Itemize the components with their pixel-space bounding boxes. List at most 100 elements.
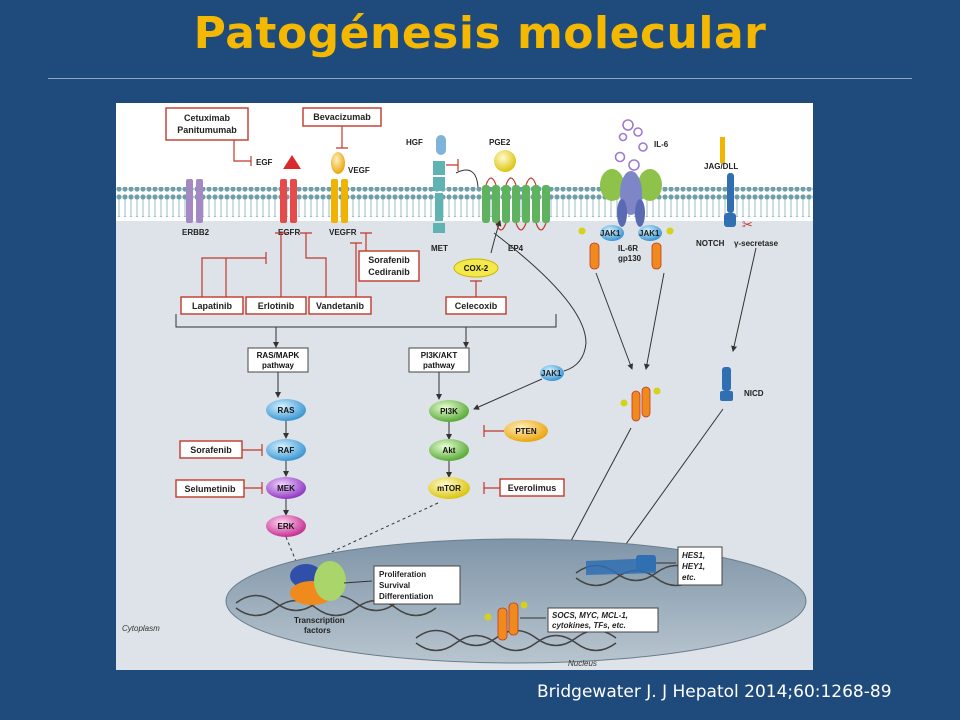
drug-label-erlotinib: Erlotinib <box>258 301 295 311</box>
receptor-label-notch: NOTCH <box>696 239 725 248</box>
transcription-factors-line1: Transcription <box>294 616 345 625</box>
node-akt-label: Akt <box>443 446 456 455</box>
drug-label-lapatinib: Lapatinib <box>192 301 233 311</box>
node-pi3k-label: PI3K <box>440 407 458 416</box>
receptor-vegfr: VEGFR <box>329 179 357 237</box>
drug-label-everolimus: Everolimus <box>508 483 557 493</box>
stat3-targets-line2: cytokines, TFs, etc. <box>552 621 626 630</box>
drug-sorafenib-cediranib: Sorafenib Cediranib <box>358 250 420 282</box>
node-ras-label: RAS <box>278 406 296 415</box>
receptor-label-egfr: EGFR <box>278 228 300 237</box>
receptor-label-met: MET <box>431 244 448 253</box>
ligand-jag-dll: JAG/DLL <box>704 162 738 171</box>
outcome-survival: Survival <box>379 581 410 590</box>
stat3-targets-line1: SOCS, MYC, MCL-1, <box>552 611 628 620</box>
stat3-dimer-mid <box>620 386 661 422</box>
drug-selumetinib: Selumetinib <box>175 479 245 498</box>
node-nicd: NICD <box>720 367 764 401</box>
drug-sorafenib: Sorafenib <box>179 440 243 459</box>
pathway-pi3k-akt: PI3K/AKT pathway <box>408 347 470 373</box>
node-jak1-mid-label: JAK1 <box>541 369 562 378</box>
citation: Bridgewater J. J Hepatol 2014;60:1268-89 <box>537 682 892 702</box>
node-raf-label: RAF <box>278 446 295 455</box>
notch-target-hes1: HES1, <box>682 551 705 560</box>
pathway-diagram: Cetuximab Panitumumab EGF Bevacizumab VE… <box>116 103 813 670</box>
node-mek <box>266 477 306 499</box>
drug-label-vandetanib: Vandetanib <box>316 301 365 311</box>
jak1-left-label: JAK1 <box>600 229 621 238</box>
stat3-dimer-nucleus <box>484 601 528 641</box>
drug-vandetanib: Vandetanib <box>308 296 372 315</box>
outcomes-box: Proliferation Survival Differentiation <box>373 565 461 605</box>
drug-label-panitumumab: Panitumumab <box>177 125 237 135</box>
node-mek-label: MEK <box>277 484 295 493</box>
node-erk <box>266 515 306 537</box>
drug-label-celecoxib: Celecoxib <box>455 301 498 311</box>
pathway-pi3k-line2: pathway <box>423 361 456 370</box>
node-pten <box>504 420 548 442</box>
drug-label-bevacizumab: Bevacizumab <box>313 112 371 122</box>
drug-label-cediranib: Cediranib <box>368 267 410 277</box>
gamma-secretase-label: γ-secretase <box>734 239 779 248</box>
drug-label-selumetinib: Selumetinib <box>184 484 236 494</box>
node-pten-label: PTEN <box>515 427 537 436</box>
scissors-icon: ✂ <box>742 217 753 232</box>
cox2-node <box>453 258 499 278</box>
receptor-notch: NOTCH <box>696 173 736 248</box>
drug-bevacizumab: Bevacizumab <box>302 107 382 127</box>
outcome-differentiation: Differentiation <box>379 592 433 601</box>
drug-label-cetuximab: Cetuximab <box>184 113 231 123</box>
pathway-ras-mapk: RAS/MAPK pathway <box>247 347 309 373</box>
cell-membrane <box>116 187 813 217</box>
cytoplasm-label: Cytoplasm <box>122 624 160 633</box>
vegf-ligand-icon <box>331 152 345 174</box>
ligand-pge2: PGE2 <box>489 138 511 147</box>
jag-dll-ligand-icon <box>720 137 725 163</box>
il6-ligand-icon <box>614 119 648 171</box>
hgf-ligand-icon <box>436 135 446 155</box>
receptor-erbb2: ERBB2 <box>182 179 210 237</box>
notch-targets-box: HES1, HEY1, etc. <box>677 546 723 586</box>
nucleus-label: Nucleus <box>568 659 597 668</box>
node-ras <box>266 399 306 421</box>
pathway-figure: Cetuximab Panitumumab EGF Bevacizumab VE… <box>116 103 813 670</box>
node-pi3k <box>429 400 469 422</box>
pge2-ligand-icon <box>494 150 516 172</box>
receptor-met: MET <box>431 161 448 253</box>
receptor-il6r-gp130: JAK1 JAK1 IL-6R gp130 <box>578 169 674 270</box>
drug-cetuximab-panitumumab: Cetuximab Panitumumab <box>165 107 249 141</box>
ligand-il6: IL-6 <box>654 140 669 149</box>
receptor-egfr: EGFR <box>278 179 300 237</box>
drug-label-sorafenib-top: Sorafenib <box>368 255 410 265</box>
receptor-label-gp130: gp130 <box>618 254 642 263</box>
nicd-nucleus <box>586 555 656 575</box>
node-mtor-label: mTOR <box>437 484 461 493</box>
node-mtor <box>428 477 470 499</box>
pathway-ras-line1: RAS/MAPK <box>257 351 300 360</box>
jak1-right-label: JAK1 <box>639 229 660 238</box>
cox2-label: COX-2 <box>464 264 489 273</box>
egf-ligand-icon <box>283 155 301 169</box>
slide-title: Patogénesis molecular <box>193 8 767 59</box>
receptor-label-il6r: IL-6R <box>618 244 638 253</box>
outcome-proliferation: Proliferation <box>379 570 426 579</box>
ligand-vegf: VEGF <box>348 166 370 175</box>
pathway-pi3k-line1: PI3K/AKT <box>421 351 458 360</box>
drug-lapatinib: Lapatinib <box>180 296 244 315</box>
receptor-label-vegfr: VEGFR <box>329 228 357 237</box>
ligand-hgf: HGF <box>406 138 423 147</box>
node-nicd-label: NICD <box>744 389 764 398</box>
drug-everolimus: Everolimus <box>499 478 565 497</box>
drug-label-sorafenib: Sorafenib <box>190 445 232 455</box>
title-divider <box>48 78 912 79</box>
notch-target-hey1: HEY1, <box>682 562 705 571</box>
drug-erlotinib: Erlotinib <box>245 296 307 315</box>
node-raf <box>266 439 306 461</box>
receptor-label-ep4: EP4 <box>508 244 524 253</box>
transcription-factors-line2: factors <box>304 626 331 635</box>
notch-target-etc: etc. <box>682 573 696 582</box>
receptor-ep4: EP4 <box>482 177 550 253</box>
receptor-label-erbb2: ERBB2 <box>182 228 210 237</box>
node-jak1-mid <box>540 365 564 381</box>
ligand-egf: EGF <box>256 158 273 167</box>
